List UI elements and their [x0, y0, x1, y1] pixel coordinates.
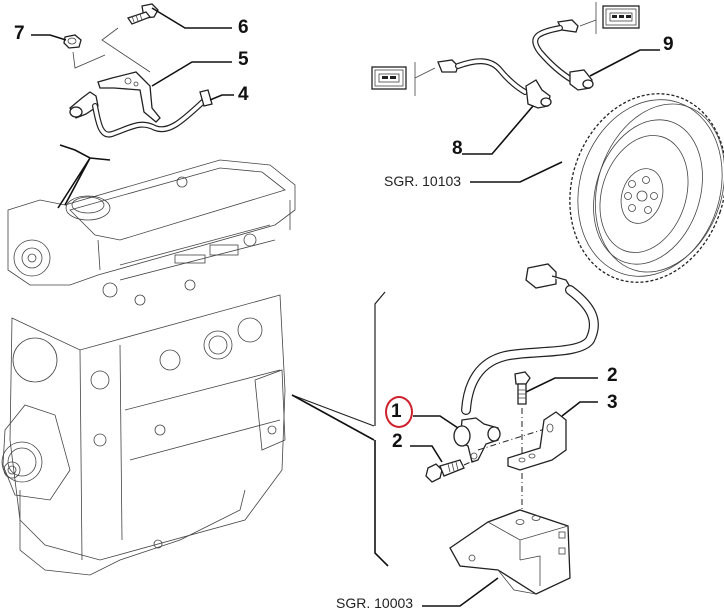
bolt-part-2-vertical — [514, 371, 598, 520]
leader-1 — [413, 415, 459, 429]
sensor-part-8 — [371, 58, 552, 155]
leader-6 — [151, 7, 232, 29]
highlight-ring — [385, 396, 413, 428]
callout-2-upper[interactable]: 2 — [607, 365, 618, 386]
leader-5 — [151, 61, 232, 87]
sensor-part-4 — [69, 89, 213, 138]
ref-sgr-10003[interactable]: SGR. 10003 — [336, 595, 414, 611]
cam-sensor-assembly — [31, 3, 234, 209]
bolt-part-6 — [126, 3, 159, 25]
callout-2-lower[interactable]: 2 — [392, 431, 403, 452]
sensor-part-1 — [413, 263, 599, 463]
bolt-part-2-horizontal — [410, 445, 476, 483]
connector-2pin-icon — [371, 66, 407, 90]
callout-1[interactable]: 1 — [391, 401, 402, 422]
callout-9[interactable]: 9 — [663, 34, 674, 55]
leader-sgr-10103 — [470, 161, 563, 183]
sensor-part-9 — [532, 2, 660, 91]
nut-part-7 — [63, 34, 82, 49]
engine-mount — [422, 509, 571, 607]
bracket-part-5 — [97, 71, 161, 123]
leader-9 — [589, 49, 660, 77]
callout-3[interactable]: 3 — [607, 392, 618, 413]
projection-lines — [291, 291, 389, 567]
leader-7 — [31, 34, 67, 41]
callout-8[interactable]: 8 — [452, 138, 463, 159]
engine-block — [1, 159, 296, 576]
leader-2-upper — [525, 377, 598, 393]
leader-8 — [462, 105, 534, 155]
callout-6[interactable]: 6 — [238, 17, 249, 38]
bracket-part-3 — [507, 401, 598, 471]
leader-3 — [561, 401, 598, 417]
leader-sgr-10003 — [422, 577, 499, 607]
ref-sgr-10103[interactable]: SGR. 10103 — [384, 173, 462, 189]
connector-3pin-icon — [602, 5, 640, 29]
leader-2-lower — [410, 445, 443, 463]
flywheel — [470, 93, 724, 283]
callout-7[interactable]: 7 — [14, 23, 25, 44]
callout-4[interactable]: 4 — [238, 84, 249, 105]
callout-5[interactable]: 5 — [238, 49, 249, 70]
leader-4 — [209, 94, 234, 101]
